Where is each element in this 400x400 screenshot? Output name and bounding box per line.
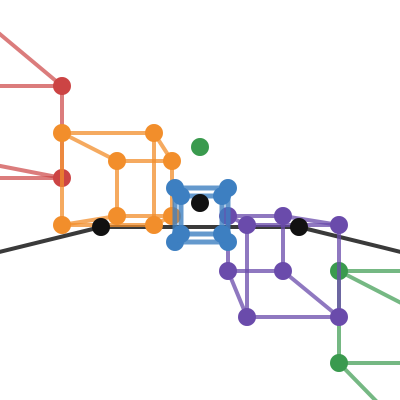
green-edge xyxy=(337,269,400,305)
orange-node xyxy=(108,207,126,225)
orange-node xyxy=(145,216,163,234)
purple-edge xyxy=(281,214,341,227)
green-node xyxy=(330,354,348,372)
purple-node xyxy=(330,308,348,326)
blue-cube xyxy=(166,179,237,251)
joint-point xyxy=(92,218,110,236)
base-segment xyxy=(0,225,103,254)
blue-node xyxy=(172,187,190,205)
orange-node xyxy=(163,152,181,170)
green-target xyxy=(191,138,209,156)
joint-point xyxy=(290,218,308,236)
orange-cube xyxy=(53,124,181,234)
red-edge xyxy=(0,31,64,88)
purple-edge xyxy=(281,269,341,319)
orange-node xyxy=(163,207,181,225)
orange-edge xyxy=(60,214,119,227)
purple-node xyxy=(219,262,237,280)
blue-node xyxy=(213,225,231,243)
base-segment xyxy=(297,225,400,254)
orange-edge xyxy=(60,131,119,163)
orange-node xyxy=(53,216,71,234)
black-joints xyxy=(92,194,308,236)
green-edge xyxy=(337,361,378,400)
orange-node xyxy=(108,152,126,170)
purple-node xyxy=(274,207,292,225)
orange-node xyxy=(53,124,71,142)
purple-node xyxy=(238,216,256,234)
purple-node xyxy=(274,262,292,280)
purple-node xyxy=(238,308,256,326)
joint-point xyxy=(191,194,209,212)
red-node xyxy=(53,77,71,95)
blue-node xyxy=(213,187,231,205)
target-point xyxy=(191,138,209,156)
red-edge xyxy=(0,163,64,180)
orange-node xyxy=(145,124,163,142)
blue-node xyxy=(172,225,190,243)
purple-node xyxy=(330,216,348,234)
